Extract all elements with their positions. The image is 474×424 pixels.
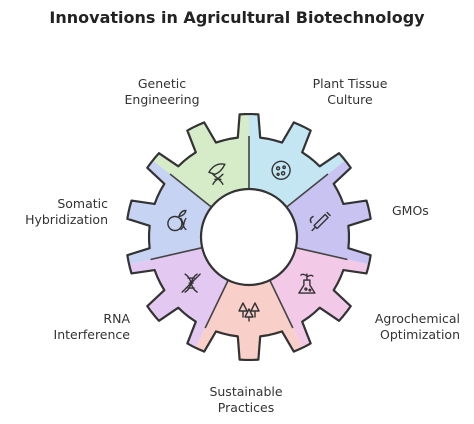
divider-line — [269, 279, 294, 329]
gear-hub — [199, 187, 299, 287]
divider-line — [150, 246, 203, 261]
flask-plant-icon — [298, 273, 316, 294]
petri-dish-icon — [271, 160, 291, 181]
syringe-icon — [309, 211, 331, 232]
diagram-title: Innovations in Agricultural Biotechnolog… — [49, 8, 425, 27]
label-gmos: GMOs — [392, 203, 429, 218]
divider-line — [295, 246, 348, 261]
dna-hand-icon — [208, 163, 226, 186]
divider-line — [169, 173, 212, 208]
plant-dna-icon — [167, 209, 187, 232]
gear-outline — [126, 112, 372, 362]
divider-line — [286, 173, 329, 208]
crossed-dna-icon — [181, 273, 201, 293]
divider-line — [204, 279, 229, 329]
trees-icon — [238, 302, 260, 322]
